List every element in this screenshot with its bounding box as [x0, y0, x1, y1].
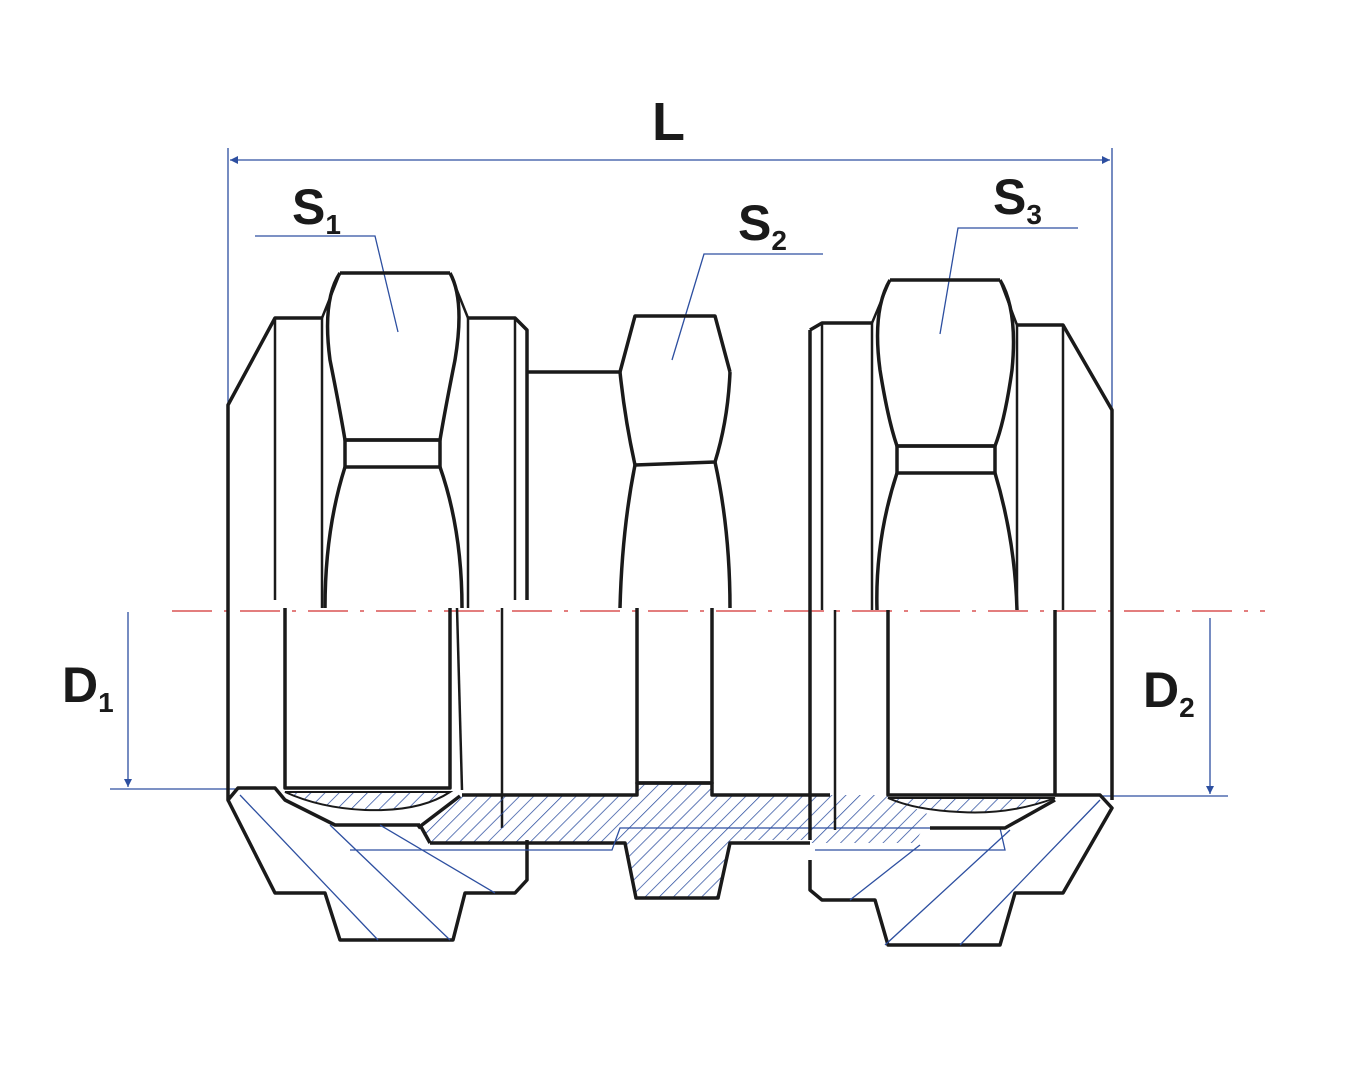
- s1-label: S1: [292, 179, 341, 240]
- d1-dimension: [110, 612, 240, 790]
- center-body: [350, 314, 1006, 900]
- s3-label: S3: [993, 169, 1042, 230]
- s3-leader: [939, 227, 1078, 335]
- right-nut: [808, 278, 1114, 947]
- s2-leader: [671, 253, 823, 361]
- s1-leader: [255, 235, 399, 333]
- d1-label: D1: [62, 657, 114, 718]
- length-dimension: [227, 148, 1113, 410]
- d2-label: D2: [1143, 662, 1195, 723]
- length-label: L: [652, 92, 685, 152]
- left-nut: [226, 271, 529, 942]
- s2-label: S2: [738, 195, 787, 256]
- d2-dimension: [1100, 618, 1228, 797]
